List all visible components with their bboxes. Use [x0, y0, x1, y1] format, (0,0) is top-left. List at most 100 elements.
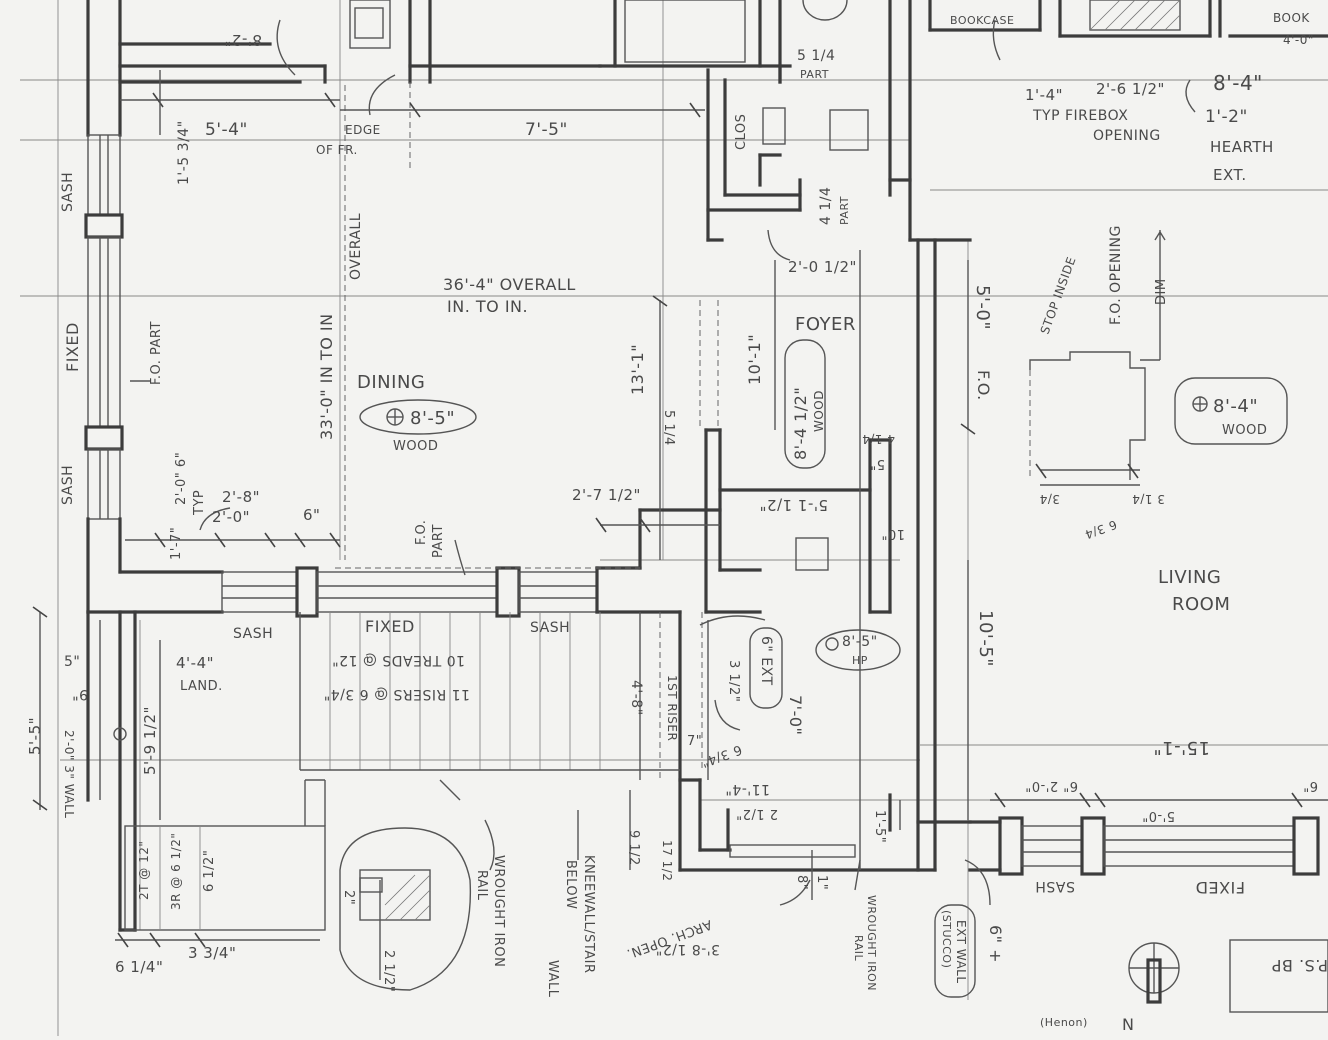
dim-1-5: 1'-5" [872, 810, 887, 843]
dim-9-1-2: 9 1/2 [626, 830, 641, 866]
note-ext-wall-stucco: (STUCCO) [940, 910, 953, 968]
dim-6-3-4-b: 6 3/4" [699, 741, 744, 770]
floor-finish-dining: WOOD [393, 439, 438, 454]
dim-2-7-1-2: 2'-7 1/2" [572, 486, 641, 504]
room-label-living-2: ROOM [1172, 594, 1230, 615]
dim-2-0-typ: 2'-0" 6" [174, 452, 189, 505]
note-bookcase: BOOKCASE [950, 14, 1014, 27]
dim-7-0: 7'-0" [786, 695, 805, 735]
note-sash-2: SASH [60, 465, 76, 505]
note-kneewall-wall: WALL [545, 960, 560, 998]
note-hearth-ext-dim: 1'-2" [1205, 107, 1248, 127]
ceiling-height-living: 8'-4" [1213, 396, 1258, 417]
dim-2-1-2-b: 2 1/2" [381, 950, 396, 992]
dim-9: 9" [72, 686, 88, 702]
note-landing: LAND. [180, 679, 223, 694]
note-closet: CLOS [734, 114, 749, 150]
note-small-risers: 3R @ 6 1/2" [169, 833, 183, 910]
dim-6-1-4: 6 1/4" [115, 958, 163, 976]
dim-6-1-2: 6 1/2" [202, 850, 217, 892]
dim-5-1-1-2: 5'-1 1/2" [759, 496, 828, 514]
dim-fo: F.O. [974, 370, 993, 401]
note-ext: 6" EXT [758, 636, 774, 686]
dim-6: 6" [303, 506, 320, 524]
dim-4-1-4-b: 4 1/4 [862, 432, 895, 446]
note-overall-width: 36'-4" OVERALL [443, 275, 576, 294]
floor-finish-living: WOOD [1222, 423, 1267, 438]
note-fo: F.O. [414, 520, 429, 545]
dim-3-4: 3/4 [1039, 492, 1060, 506]
note-small-treads: 2T @ 12" [137, 841, 151, 900]
note-sash-5: SASH [1035, 878, 1075, 894]
note-fixed-2: FIXED [365, 617, 415, 636]
note-sash-4: SASH [530, 620, 570, 636]
note-firebox-dim-1: 1'-4" [1025, 86, 1063, 104]
note-fo-opening: F.O. OPENING [1108, 225, 1124, 325]
note-typ: TYP [192, 490, 207, 516]
dim-4-1-4-a: 4 1/4 [818, 187, 834, 225]
dim-2-8: 2'-8" [222, 488, 260, 506]
note-landing-dim: 4'-4" [176, 654, 214, 672]
dim-5-b: 5" [64, 654, 80, 670]
leader-arrows [199, 19, 1196, 906]
note-kneewall: KNEEWALL/STAIR [581, 855, 596, 974]
dim-3-1-2: 3 1/2" [726, 660, 741, 702]
ceiling-height-dining: 8'-5" [410, 408, 455, 429]
room-label-foyer: FOYER [795, 314, 856, 335]
note-book-dim: 4'-0" [1283, 33, 1314, 47]
dim-13-1: 13'-1" [628, 344, 647, 395]
dim-2-0-1-2: 2'-0 1/2" [788, 258, 857, 276]
dim-2-0: 2'-0" [212, 508, 250, 526]
north-arrow-note: (Henon) [1040, 1016, 1088, 1029]
dim-2-0-3-wall: 2'-0" 3" WALL [62, 730, 76, 819]
dim-17-1-2: 17 1/2 [660, 840, 674, 881]
dim-2-1-2: 2 1/2" [736, 806, 778, 821]
note-wrought-iron-rail: RAIL [474, 870, 489, 901]
note-book: BOOK [1273, 11, 1310, 25]
dim-3-1-4: 3 1/4 [1132, 492, 1165, 506]
dim-15-1: 15'-1" [1153, 737, 1210, 758]
callout-shapes [113, 0, 1328, 1013]
dim-6-c: 6" [1303, 778, 1318, 793]
dim-1-5-3-4: 1'-5 3/4" [176, 120, 192, 185]
note-hearth-dim: 8'-4" [1213, 71, 1263, 95]
dimension-lines [32, 70, 1328, 980]
note-wrought-iron-2: WROUGHT IRON [865, 895, 878, 991]
dim-8-2: 8'-2" [224, 31, 262, 49]
ceiling-height-landing: 8'-5" [842, 634, 878, 650]
note-hearth-ext: EXT. [1213, 166, 1247, 184]
note-edge: EDGE [345, 123, 381, 137]
dim-6-2-0: 6" 2'-0" [1025, 778, 1078, 793]
note-ps: P.S. BP [1271, 956, 1328, 975]
dim-5-1-4-b: 5 1/4 [661, 410, 676, 446]
note-risers: 11 RISERS @ 6 3/4" [323, 686, 470, 702]
dim-part-vert: PART [838, 196, 851, 225]
note-typ-firebox: TYP FIREBOX [1032, 108, 1128, 124]
dim-1-7: 1'-7" [169, 527, 184, 560]
dim-11-4: 11'-4" [725, 781, 770, 797]
note-first-riser: 1ST RISER [665, 675, 679, 741]
note-overall-vertical: OVERALL [348, 213, 364, 280]
dim-5-0-b: 5'-0" [1142, 808, 1175, 823]
room-label-living: LIVING [1158, 567, 1221, 588]
dim-5-1-4: 5 1/4 [797, 48, 835, 64]
floor-finish-foyer: WOOD [812, 390, 826, 432]
dim-5-9-1-2: 5'-9 1/2" [141, 706, 159, 775]
note-ext-wall-dim: 6" + [986, 925, 1005, 963]
dim-10: 10" [881, 526, 905, 541]
note-edge-of-fr: OF FR. [316, 143, 358, 157]
walls [84, 0, 1328, 932]
note-fo-part-left: F.O. PART [149, 321, 164, 385]
note-dim: DIM [1154, 278, 1169, 305]
dim-7: 7" [687, 734, 702, 749]
note-fixed-1: FIXED [63, 322, 82, 372]
dim-1-in: 1" [814, 875, 829, 890]
note-overall-depth: 33'-0" IN TO IN [317, 313, 336, 440]
dim-10-1: 10'-1" [745, 334, 764, 385]
note-fo-part: PART [431, 524, 446, 558]
dim-4-8: 4'-8" [628, 680, 644, 716]
dim-3-3-4: 3 3/4" [188, 944, 236, 962]
dim-8-in: 8" [794, 875, 809, 890]
note-sash-1: SASH [60, 172, 76, 212]
